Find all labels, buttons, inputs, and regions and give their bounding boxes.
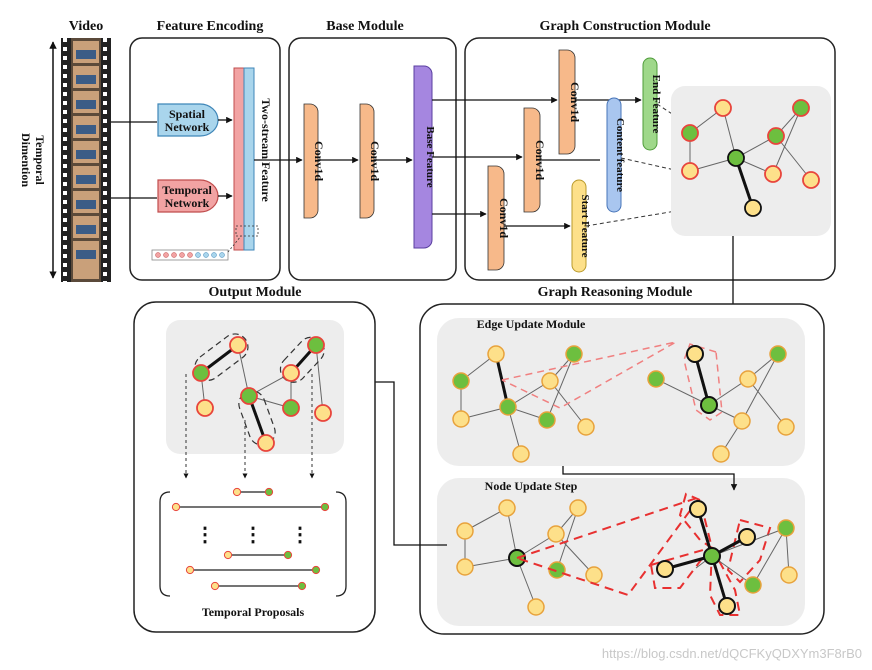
conv1d-block-low: Conv1d xyxy=(487,165,511,271)
end-feature-block: End Feature xyxy=(642,57,662,151)
temporal-proposals-label: Temporal Proposals xyxy=(202,605,305,619)
conv1d-block-top: Conv1d xyxy=(558,49,582,155)
conv1d-block-2: Conv1d xyxy=(359,103,382,219)
vertical-ellipsis-3: ⋮ xyxy=(290,524,310,546)
construction-graph xyxy=(671,86,831,236)
conv1d-label-low: Conv1d xyxy=(497,198,511,238)
conv1d-label-2: Conv1d xyxy=(368,141,382,181)
spatial-network-label-2: Network xyxy=(165,120,210,134)
feature-encoding-panel xyxy=(129,37,281,281)
conv1d-label-top: Conv1d xyxy=(568,82,582,122)
node-update-panel xyxy=(437,478,805,626)
conv1d-block-1: Conv1d xyxy=(303,103,326,219)
spatial-network-block: Spatial Network xyxy=(157,103,219,137)
conv1d-label-1: Conv1d xyxy=(312,141,326,181)
two-stream-feature-bar: Two-stream Feature xyxy=(233,67,273,251)
feature-vector xyxy=(151,225,259,261)
temporal-axis-label-1: Temporal xyxy=(33,135,47,185)
edge-update-graph-right xyxy=(647,345,795,463)
vertical-ellipsis-2: ⋮ xyxy=(243,524,263,546)
watermark: https://blog.csdn.net/dQCFKyQDXYm3F8rB0 xyxy=(602,646,862,661)
edge-update-panel xyxy=(437,318,805,466)
edge-update-graph-left xyxy=(452,345,595,463)
proposal-segment xyxy=(171,502,330,512)
proposals-left-bracket xyxy=(159,491,171,597)
temporal-network-block: Temporal Network xyxy=(157,179,219,213)
base-feature-label: Base Feature xyxy=(424,126,436,187)
temporal-axis-label-2: Dimention xyxy=(19,133,33,187)
video-title: Video xyxy=(69,19,103,34)
base-feature-block: Base Feature xyxy=(413,65,436,249)
start-feature-label: Start Feature xyxy=(579,194,591,257)
spatial-network-label-1: Spatial xyxy=(169,107,206,121)
proposal-segment xyxy=(210,581,307,591)
video-film-strip xyxy=(61,38,111,282)
edge-update-title: Edge Update Module xyxy=(477,317,586,331)
proposal-segment xyxy=(232,487,274,497)
content-feature-label: Content feature xyxy=(614,118,626,192)
temporal-axis: Temporal Dimention xyxy=(19,41,57,279)
proposals-right-bracket xyxy=(335,491,347,597)
edge-update-dashed-region xyxy=(501,341,723,421)
temporal-network-label-2: Network xyxy=(165,196,210,210)
temporal-network-label-1: Temporal xyxy=(162,183,212,197)
output-graph xyxy=(166,320,344,454)
vertical-ellipsis-1: ⋮ xyxy=(195,524,215,546)
graph-reasoning-title: Graph Reasoning Module xyxy=(538,285,693,300)
proposal-segment xyxy=(185,565,321,575)
proposal-dashed-arrows xyxy=(183,374,315,479)
proposal-segment xyxy=(223,550,293,560)
node-update-graph-right xyxy=(656,500,798,615)
two-stream-feature-label: Two-stream Feature xyxy=(259,98,273,202)
temporal-proposals xyxy=(171,487,330,591)
node-update-title: Node Update Step xyxy=(485,479,578,493)
output-module-title: Output Module xyxy=(209,285,302,300)
end-feature-label: End Feature xyxy=(650,75,662,134)
conv1d-block-mid: Conv1d xyxy=(523,107,547,213)
feature-encoding-title: Feature Encoding xyxy=(157,19,264,34)
content-feature-block: Content feature xyxy=(606,97,626,213)
node-update-dashed-region xyxy=(516,492,772,616)
graph-construction-title: Graph Construction Module xyxy=(539,19,710,34)
base-module-title: Base Module xyxy=(326,19,403,34)
edge-to-node-arrow xyxy=(562,466,738,491)
